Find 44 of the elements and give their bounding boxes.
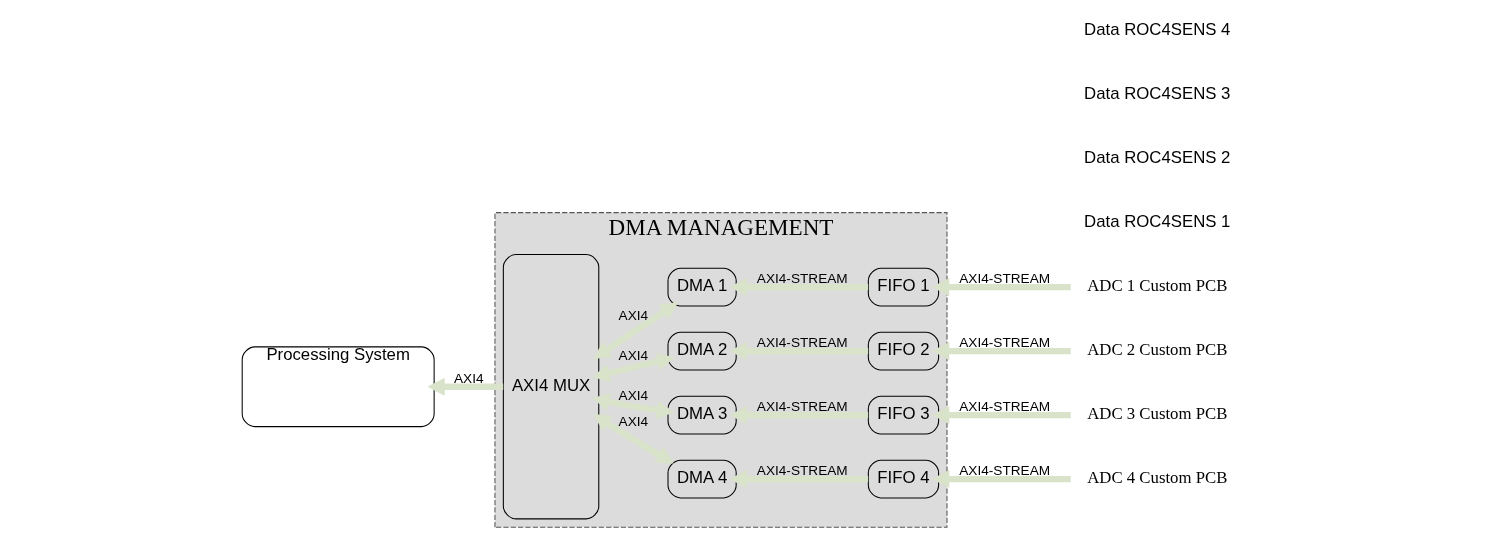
arrow xyxy=(729,406,869,425)
node-box: FIFO 2 xyxy=(867,331,940,371)
node-text: ADC 2 Custom PCB xyxy=(1087,340,1228,360)
edge-label: AXI4-STREAM xyxy=(756,271,848,287)
edge-label: AXI4-STREAM xyxy=(959,399,1051,415)
arrow xyxy=(593,414,674,464)
node-box: Processing System xyxy=(241,346,435,428)
node-box: DMA 2 xyxy=(667,331,737,371)
edge-label: AXI4 xyxy=(618,413,649,429)
node-box: AXI4 MUX xyxy=(502,254,600,520)
edge-label: AXI4 xyxy=(618,347,649,363)
node-box: DMA 3 xyxy=(667,395,737,435)
edge-label: AXI4-STREAM xyxy=(756,399,848,415)
arrow xyxy=(592,352,675,382)
node-box: FIFO 4 xyxy=(867,459,940,499)
node-box: FIFO 3 xyxy=(867,395,940,435)
node-text: ADC 4 Custom PCB xyxy=(1087,468,1228,488)
node-box: FIFO 1 xyxy=(867,267,940,307)
edge-label: AXI4-STREAM xyxy=(756,463,848,479)
node-text: ADC 1 Custom PCB xyxy=(1087,276,1228,296)
arrow xyxy=(932,406,1071,425)
label: Data ROC4SENS 1 xyxy=(1084,212,1231,232)
edge-label: AXI4 xyxy=(618,387,649,403)
label: Data ROC4SENS 4 xyxy=(1084,20,1231,40)
arrow xyxy=(592,392,675,419)
edge-label: AXI4 xyxy=(618,308,649,324)
arrow xyxy=(729,278,869,297)
label: Data ROC4SENS 3 xyxy=(1084,84,1231,104)
node-box: DMA 4 xyxy=(667,459,737,499)
arrow xyxy=(932,278,1071,297)
node-text: ADC 3 Custom PCB xyxy=(1087,404,1228,424)
edge-label: AXI4-STREAM xyxy=(756,335,848,351)
arrow xyxy=(932,469,1071,489)
arrow xyxy=(593,302,679,359)
arrow xyxy=(932,342,1071,361)
arrow xyxy=(427,377,504,396)
edge-label: AXI4 xyxy=(453,370,484,386)
edge-label: AXI4-STREAM xyxy=(959,463,1051,479)
node-box: DMA 1 xyxy=(667,267,737,307)
arrow xyxy=(729,342,869,361)
label: Data ROC4SENS 2 xyxy=(1084,148,1231,168)
arrow xyxy=(729,469,869,489)
edge-label: AXI4-STREAM xyxy=(959,335,1051,351)
edge-label: AXI4-STREAM xyxy=(959,271,1051,287)
